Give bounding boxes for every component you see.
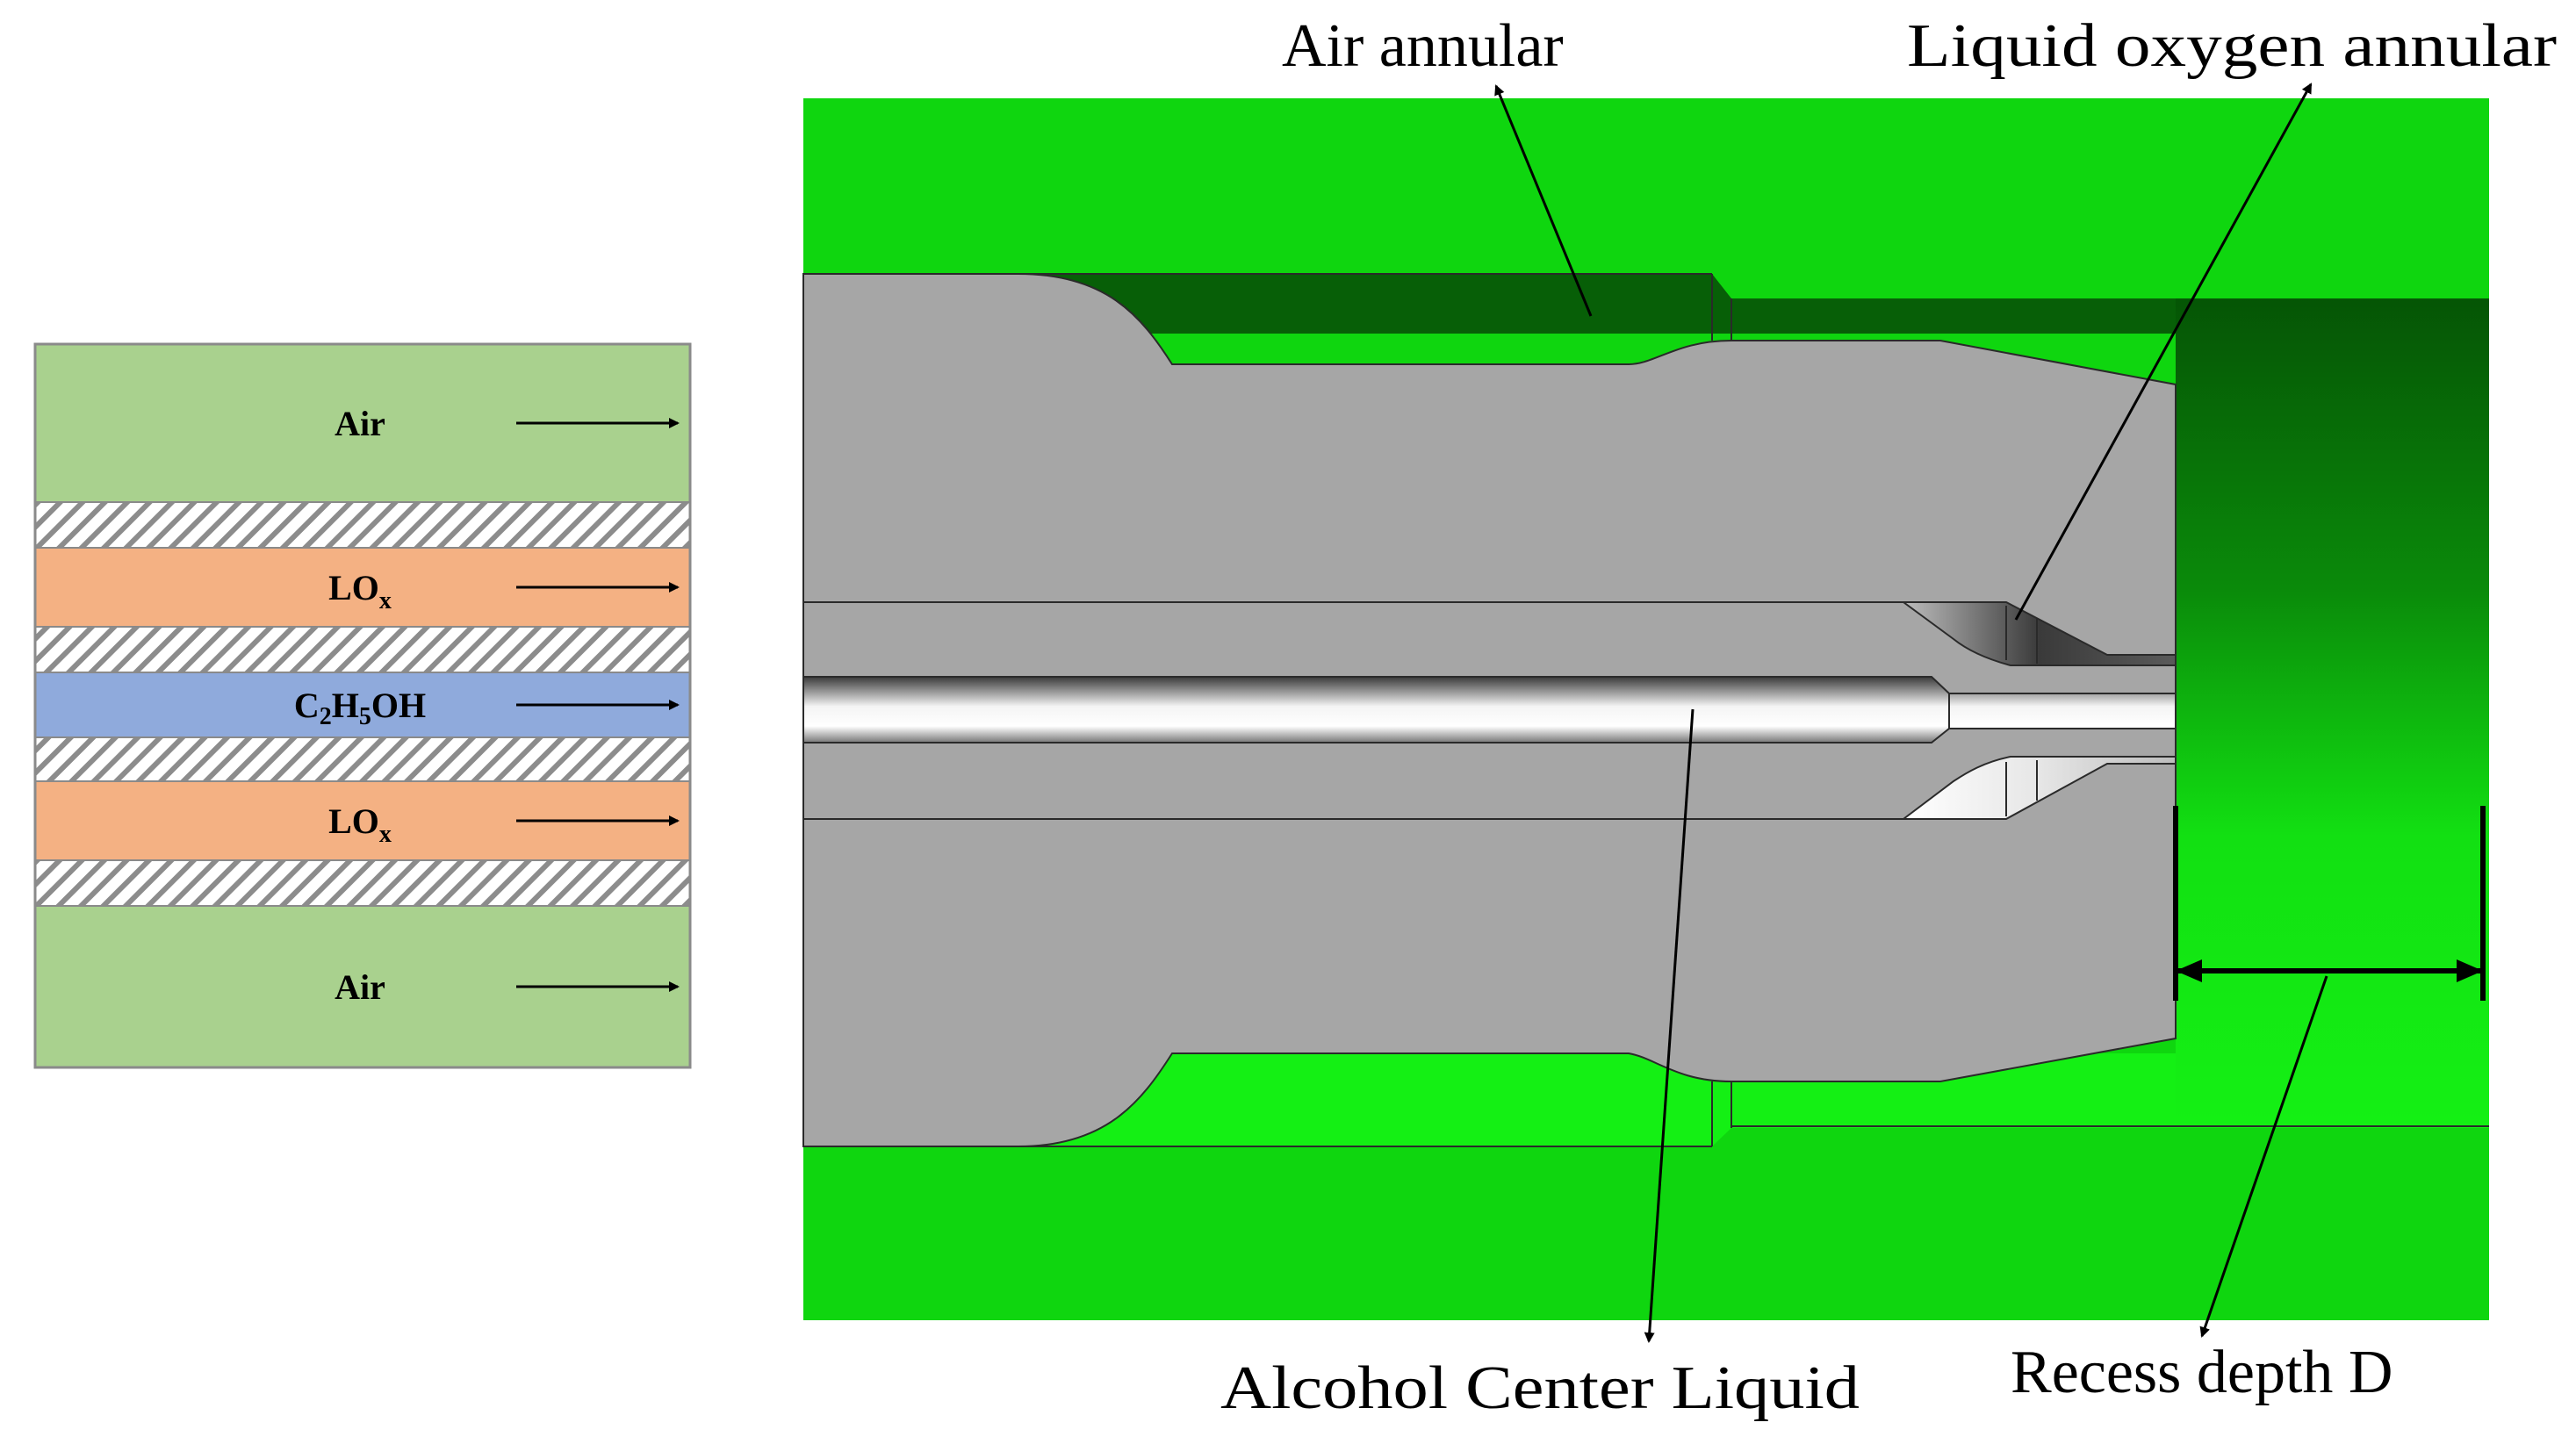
air-annular-label: Air annular <box>1282 12 1564 80</box>
separator-wall <box>34 736 691 782</box>
separator-wall <box>34 501 691 549</box>
separator-wall <box>34 626 691 673</box>
recess-leader <box>2199 975 2328 1338</box>
air-annular-bottom <box>1018 1053 2489 1146</box>
alcohol-center-liquid-label: Alcohol Center Liquid <box>1220 1354 1860 1422</box>
flow-layer-label: LOx <box>328 801 392 848</box>
flow-layer-label: LOx <box>328 568 392 614</box>
separator-wall <box>34 859 691 907</box>
alcohol-leader <box>1644 708 1695 1343</box>
step-edge-top <box>1711 274 1732 341</box>
lox-nozzle-top <box>1900 601 2177 666</box>
recess-arrow-left <box>2176 959 2202 982</box>
injector-cross-section: Air annular Liquid oxygen annular Alcoho… <box>802 12 2557 1422</box>
flow-layer-label: Air <box>335 967 385 1007</box>
lox-annular-leader <box>2014 83 2313 621</box>
step-edge-bottom <box>1711 1081 1732 1146</box>
flow-layer-label: Air <box>335 404 385 443</box>
recess-arrow-right <box>2457 959 2483 982</box>
air-annular-leader <box>1494 84 1593 317</box>
flow-layer-label: C2H5OH <box>294 686 426 730</box>
recess-depth-label: Recess depth D <box>2011 1339 2393 1406</box>
recess-chamber <box>2176 298 2489 1126</box>
liquid-oxygen-annular-label: Liquid oxygen annular <box>1907 12 2557 80</box>
schematic-frame <box>33 342 692 1069</box>
alcohol-center-tube <box>802 676 2177 744</box>
lox-nozzle-bottom <box>1901 756 2177 820</box>
air-annular-top <box>1018 274 2489 334</box>
